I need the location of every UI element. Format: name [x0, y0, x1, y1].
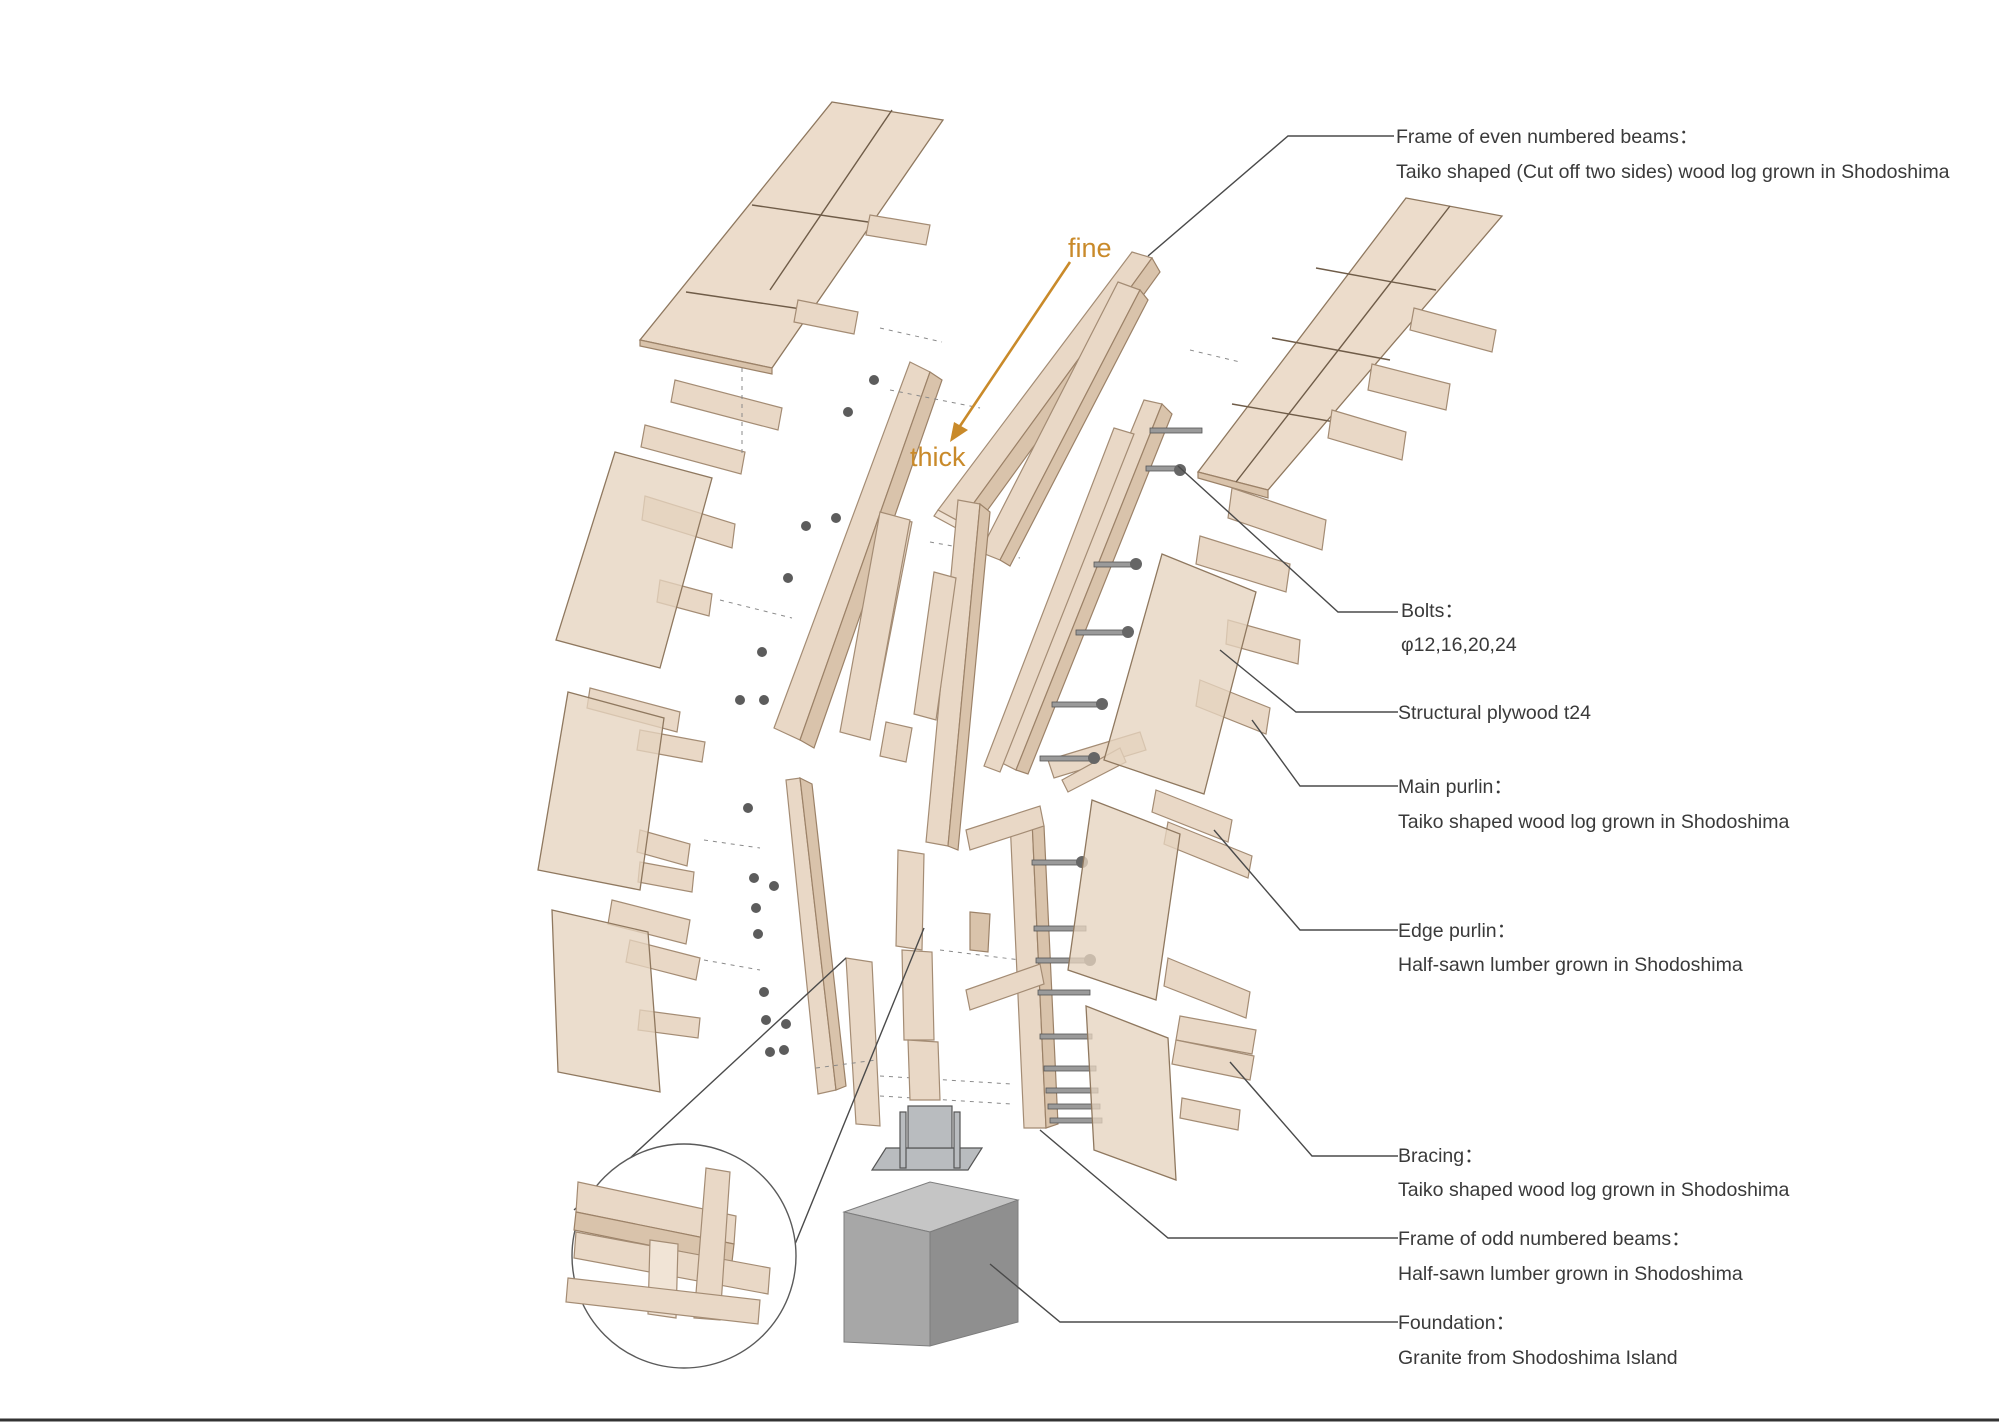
center-column [839, 499, 991, 1101]
structural-plywood-title: Structural plywood t24 [1398, 702, 1591, 724]
right-roof-plywood-top [1196, 197, 1504, 499]
callout-main-purlin: Main purlin： Taiko shaped wood log grown… [1398, 776, 1789, 833]
frame-odd-beams-desc: Half-sawn lumber grown in Shodoshima [1398, 1263, 1743, 1285]
callout-frame-even-beams: Frame of even numbered beams： Taiko shap… [1396, 126, 1950, 183]
edge-purlin-desc: Half-sawn lumber grown in Shodoshima [1398, 954, 1743, 976]
frame-even-beams-desc: Taiko shaped (Cut off two sides) wood lo… [1396, 161, 1950, 183]
foundation-title: Foundation： [1398, 1312, 1515, 1334]
bracing-desc: Taiko shaped wood log grown in Shodoshim… [1398, 1179, 1789, 1201]
foundation-desc: Granite from Shodoshima Island [1398, 1347, 1678, 1369]
edge-purlin-title: Edge purlin： [1398, 920, 1516, 942]
left-wall-plywood [537, 451, 713, 1093]
frame-even-beams-title: Frame of even numbered beams： [1396, 126, 1698, 148]
callout-bracing: Bracing： Taiko shaped wood log grown in … [1398, 1145, 1789, 1201]
bolts-desc: φ12,16,20,24 [1401, 634, 1517, 656]
right-wall-plywood [1067, 553, 1257, 1181]
left-roof-plywood-top [638, 101, 945, 375]
granite-foundation [842, 1181, 1020, 1347]
bolts-title: Bolts： [1401, 600, 1464, 622]
steel-base-plate [870, 1105, 984, 1171]
main-purlin-title: Main purlin： [1398, 776, 1513, 798]
joint-detail-callout [565, 927, 925, 1369]
label-thick: thick [910, 442, 966, 472]
bolt-heads-left [735, 375, 879, 1057]
label-fine: fine [1068, 233, 1112, 263]
central-even-beam [933, 251, 1161, 567]
right-frame [965, 399, 1173, 1129]
callout-frame-odd-beams: Frame of odd numbered beams： Half-sawn l… [1398, 1228, 1743, 1285]
frame-odd-beams-title: Frame of odd numbered beams： [1398, 1228, 1691, 1250]
bolts-right [1031, 427, 1203, 1124]
callout-foundation: Foundation： Granite from Shodoshima Isla… [1398, 1312, 1678, 1369]
main-purlin-desc: Taiko shaped wood log grown in Shodoshim… [1398, 811, 1789, 833]
grain-direction-arrow: fine thick [910, 233, 1112, 472]
bracing-title: Bracing： [1398, 1145, 1484, 1167]
callout-structural-plywood: Structural plywood t24 [1398, 702, 1591, 724]
callout-edge-purlin: Edge purlin： Half-sawn lumber grown in S… [1398, 920, 1743, 976]
leader-lines [989, 135, 1398, 1323]
callout-bolts: Bolts： φ12,16,20,24 [1401, 600, 1517, 656]
